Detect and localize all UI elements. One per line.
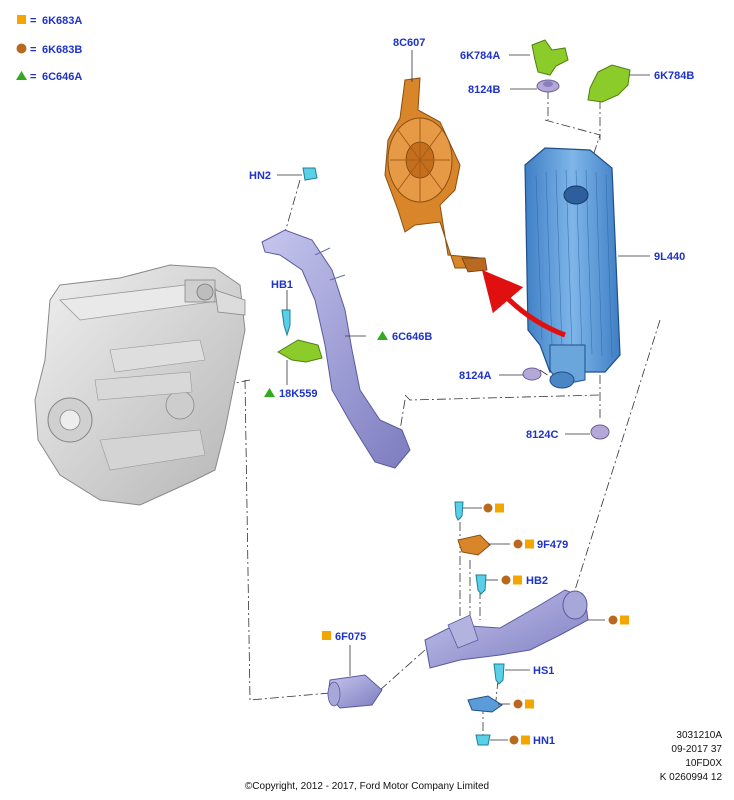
label-HB2: HB2	[526, 575, 548, 587]
leader-lines	[277, 50, 650, 741]
label-8124C: 8124C	[526, 429, 558, 441]
part-labels: 8C607 6K784A 6K784B 8124B HN2 9L440 HB1 …	[249, 37, 694, 747]
label-9F479: 9F479	[537, 539, 568, 551]
circle-icon	[513, 539, 523, 549]
label-8C607: 8C607	[393, 37, 425, 49]
circle-icon	[608, 615, 618, 625]
label-18K559: 18K559	[279, 388, 318, 400]
reference-code-4: K 0260994 12	[659, 772, 722, 783]
bracket-6K784A	[531, 39, 569, 76]
legend-circle-icon	[16, 43, 27, 54]
engine-illustration	[34, 264, 246, 506]
square-icon	[513, 575, 522, 585]
square-icon	[322, 631, 331, 640]
label-6K784A: 6K784A	[460, 50, 500, 62]
square-icon	[521, 735, 530, 745]
legend-code-1: 6K683A	[42, 15, 82, 27]
label-HB1: HB1	[271, 279, 293, 291]
label-HN2: HN2	[249, 170, 271, 182]
fan-assembly-8C607	[384, 77, 488, 273]
label-8124B: 8124B	[468, 84, 500, 96]
clip-HB1	[281, 309, 291, 337]
bracket-6K784B	[587, 64, 631, 103]
legend-eq-1: =	[30, 15, 36, 27]
legend-code-3: 6C646A	[42, 71, 82, 83]
triangle-icon	[264, 388, 275, 397]
clip-HN2	[302, 167, 318, 181]
hose-6C646B	[261, 229, 411, 469]
airflow-arrow	[481, 269, 566, 338]
reference-code-3: 10FD0X	[685, 758, 722, 769]
reference-code-2: 09-2017 37	[671, 744, 722, 755]
circle-icon	[483, 503, 493, 513]
legend-square-icon	[17, 15, 26, 24]
intercooler-9L440	[524, 147, 621, 389]
reference-code-1: 3031210A	[676, 730, 722, 741]
bracket-HN1	[467, 695, 503, 713]
square-icon	[525, 539, 534, 549]
grommet-8124A	[522, 367, 542, 381]
legend-eq-2: =	[30, 44, 36, 56]
lower-duct-assembly	[424, 589, 589, 669]
legend-triangle-icon	[16, 71, 27, 80]
legend-eq-3: =	[30, 71, 36, 83]
circle-icon	[513, 699, 523, 709]
label-6F075: 6F075	[335, 631, 366, 643]
bracket-18K559	[277, 339, 323, 363]
label-8124A: 8124A	[459, 370, 491, 382]
grommet-8124B	[536, 79, 560, 93]
grommet-8124C	[590, 424, 610, 440]
triangle-icon	[377, 331, 388, 340]
label-6K784B: 6K784B	[654, 70, 694, 82]
copyright-notice: ©Copyright, 2012 - 2017, Ford Motor Comp…	[244, 781, 490, 792]
label-9L440: 9L440	[654, 251, 685, 263]
label-HN1: HN1	[533, 735, 555, 747]
label-6C646B: 6C646B	[392, 331, 432, 343]
duct-6F075	[327, 674, 383, 709]
legend-code-2: 6K683B	[42, 44, 82, 56]
sensor-9F479	[457, 534, 491, 556]
label-HS1: HS1	[533, 665, 554, 677]
circle-icon	[509, 735, 519, 745]
square-icon	[525, 699, 534, 709]
square-icon	[620, 615, 629, 625]
circle-icon	[501, 575, 511, 585]
small-clips	[454, 501, 505, 746]
square-icon	[495, 503, 504, 513]
legend: = 6K683A = 6K683B = 6C646A	[16, 15, 82, 83]
